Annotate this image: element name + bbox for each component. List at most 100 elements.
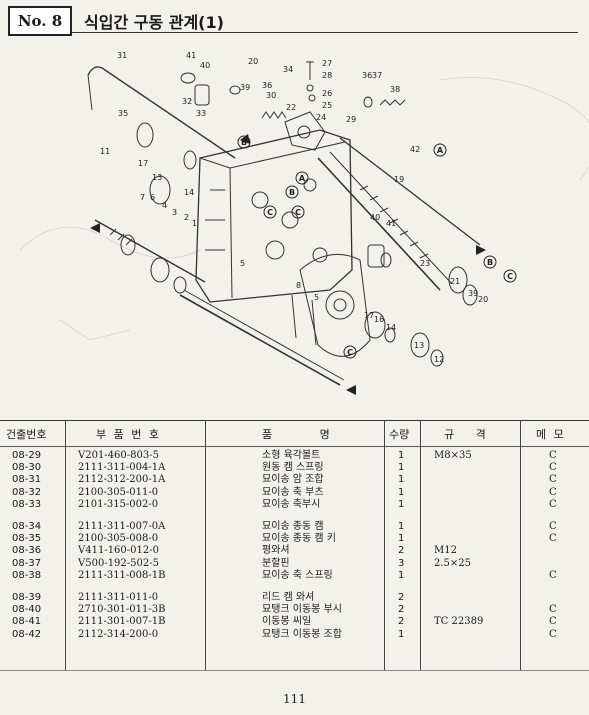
cell-name: 묘이송 축 부츠: [262, 486, 324, 498]
svg-text:20: 20: [248, 57, 258, 66]
svg-text:7: 7: [140, 193, 145, 202]
cell-no: 08-36: [12, 545, 42, 557]
cell-remark: C: [549, 521, 557, 532]
cell-name: 묘탱크 이동봉 조합: [262, 628, 342, 640]
cell-name: 묘탱크 이동봉 부시: [262, 604, 342, 616]
svg-text:42: 42: [410, 145, 420, 154]
cell-qty: 1: [398, 498, 405, 510]
cell-remark: C: [549, 533, 557, 545]
svg-text:A: A: [299, 174, 306, 183]
cell-qty: 1: [398, 569, 405, 581]
cell-no: 08-33: [12, 498, 42, 510]
cell-no: 08-39: [12, 592, 42, 603]
svg-text:22: 22: [286, 103, 296, 112]
cell-remark: C: [549, 450, 557, 461]
svg-text:39: 39: [240, 83, 250, 92]
cell-name: 묘이송 축 스프링: [262, 569, 333, 581]
svg-text:C: C: [267, 208, 273, 217]
svg-text:36: 36: [362, 71, 372, 80]
cell-no: 08-41: [12, 616, 42, 628]
cell-qty: 1: [398, 474, 405, 486]
cell-part-no: 2111-311-004-1A: [78, 462, 166, 474]
cell-part-no: V411-160-012-0: [78, 545, 159, 557]
cell-no: 08-32: [12, 486, 42, 498]
svg-text:26: 26: [322, 89, 332, 98]
svg-text:20: 20: [478, 295, 488, 304]
table-row: 08-30 2111-311-004-1A 원동 캠 스프링 1 C: [0, 462, 589, 474]
svg-text:A: A: [437, 146, 444, 155]
cell-qty: 2: [398, 616, 405, 628]
svg-text:12: 12: [434, 355, 444, 364]
cell-qty: 1: [398, 533, 405, 545]
cell-name: 분할핀: [262, 557, 290, 569]
page-number: 111: [283, 692, 306, 706]
svg-text:35: 35: [118, 109, 128, 118]
svg-text:41: 41: [386, 219, 396, 228]
cell-no: 08-35: [12, 533, 42, 545]
cell-spec: M8×35: [434, 450, 472, 461]
svg-text:17: 17: [138, 159, 148, 168]
cell-name: 묘이송 축부시: [262, 498, 321, 510]
svg-text:6: 6: [150, 193, 155, 202]
svg-text:2: 2: [184, 213, 189, 222]
table-top-rule: [0, 420, 589, 421]
cell-part-no: 2100-305-011-0: [78, 486, 159, 498]
cell-part-no: V201-460-803-5: [78, 450, 159, 461]
svg-text:5: 5: [240, 259, 245, 268]
svg-text:14: 14: [386, 323, 396, 332]
cell-name: 리드 캠 와셔: [262, 592, 315, 603]
cell-qty: 2: [398, 592, 405, 603]
cell-name: 원동 캠 스프링: [262, 462, 324, 474]
svg-text:37: 37: [372, 71, 382, 80]
svg-text:36: 36: [262, 81, 272, 90]
cell-no: 08-30: [12, 462, 42, 474]
cell-part-no: V500-192-502-5: [78, 557, 159, 569]
cell-remark: C: [549, 462, 557, 474]
svg-text:C: C: [295, 208, 301, 217]
col-header-no: 건출번호: [6, 428, 47, 441]
cell-qty: 1: [398, 462, 405, 474]
svg-text:5: 5: [314, 293, 319, 302]
svg-text:17: 17: [364, 311, 374, 320]
cell-remark: C: [549, 628, 557, 640]
cell-name: 평와셔: [262, 545, 290, 557]
col-header-spec: 규 격: [444, 428, 488, 441]
svg-text:19: 19: [394, 175, 404, 184]
col-header-remark: 메 모: [536, 428, 566, 441]
col-header-qty: 수량: [389, 428, 410, 441]
cell-qty: 1: [398, 486, 405, 498]
svg-text:27: 27: [322, 59, 332, 68]
svg-text:30: 30: [266, 91, 276, 100]
cell-remark: C: [549, 474, 557, 486]
svg-text:3: 3: [172, 208, 177, 217]
svg-text:11: 11: [100, 147, 110, 156]
table-bottom-rule: [0, 670, 589, 671]
svg-text:34: 34: [283, 65, 293, 74]
svg-text:13: 13: [414, 341, 424, 350]
cell-no: 08-40: [12, 604, 42, 616]
cell-part-no: 2111-311-008-1B: [78, 569, 166, 581]
svg-text:8: 8: [296, 281, 301, 290]
cell-part-no: 2111-301-007-1B: [78, 616, 166, 628]
cell-name: 묘이송 암 조합: [262, 474, 324, 486]
svg-text:40: 40: [370, 213, 380, 222]
cell-no: 08-34: [12, 521, 42, 532]
cell-part-no: 2710-301-011-3B: [78, 604, 166, 616]
svg-text:32: 32: [182, 97, 192, 106]
svg-text:C: C: [507, 272, 513, 281]
cell-name: 묘이송 종동 캠: [262, 521, 324, 532]
cell-remark: C: [549, 604, 557, 616]
cell-remark: C: [549, 486, 557, 498]
cell-part-no: 2112-314-200-0: [78, 628, 159, 640]
svg-text:29: 29: [346, 115, 356, 124]
cell-no: 08-29: [12, 450, 42, 461]
cell-part-no: 2100-305-008-0: [78, 533, 159, 545]
